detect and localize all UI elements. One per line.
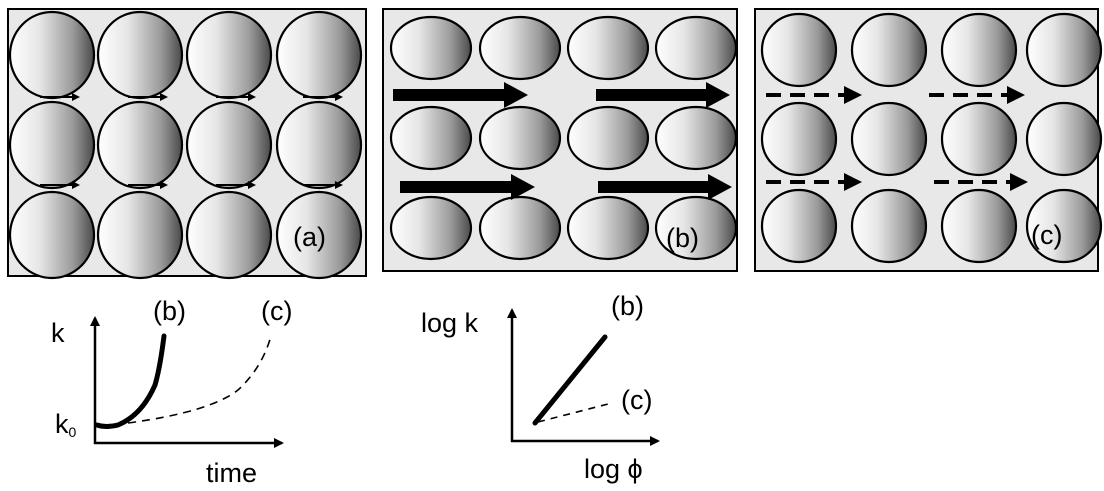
particle (8, 100, 96, 190)
graph2-y-label: log k (421, 308, 479, 338)
panel-c-label: (c) (1031, 220, 1062, 250)
particle (275, 190, 363, 280)
particle (8, 190, 96, 280)
panel-c-particles (760, 12, 1103, 264)
flow-arrow-head (160, 181, 168, 189)
particle (940, 188, 1018, 264)
particle (654, 105, 738, 171)
graph2-line-b (532, 334, 608, 426)
particle (275, 10, 363, 100)
particle (185, 100, 273, 190)
particle (850, 101, 928, 177)
flow-arrow-head (248, 181, 256, 189)
graph-k-vs-time: k k0 time (b) (c) (51, 296, 292, 488)
particle (940, 12, 1018, 88)
flow-arrow-head (844, 173, 862, 191)
panel-c-flow-arrows (766, 86, 1028, 191)
graph2-line-b-label: (b) (611, 291, 644, 321)
panel-a-flow-arrows (40, 93, 343, 189)
graph1-curve-b-label: (b) (153, 296, 186, 326)
flow-arrow-head (248, 93, 256, 101)
particle (850, 188, 928, 264)
particle (96, 10, 184, 100)
flow-arrow-head (72, 93, 80, 101)
graph1-y0-label: k0 (55, 409, 77, 440)
panel-b-flow-arrows (393, 82, 732, 200)
particle (478, 15, 562, 81)
graph1-y-label: k (51, 318, 65, 348)
particle (760, 101, 838, 177)
particle (850, 12, 928, 88)
panel-b-label: (b) (666, 223, 699, 253)
flow-arrow-head (160, 93, 168, 101)
panel-a: (a) (7, 8, 367, 280)
particle (96, 100, 184, 190)
particle (654, 15, 738, 81)
particle (389, 195, 473, 261)
particle (1025, 12, 1103, 88)
particle (760, 12, 838, 88)
particle (389, 15, 473, 81)
flow-arrow-solid (393, 82, 528, 108)
panel-b-particles (389, 15, 738, 261)
particle (654, 195, 738, 261)
particle (566, 195, 650, 261)
flow-arrow-head (844, 86, 862, 104)
particle (275, 100, 363, 190)
flow-arrow-head (72, 181, 80, 189)
particle (566, 105, 650, 171)
particle (566, 15, 650, 81)
particle (760, 188, 838, 264)
graph1-y0-subscript: 0 (69, 424, 77, 440)
flow-arrow-solid (400, 174, 535, 200)
particle (185, 190, 273, 280)
particle (478, 195, 562, 261)
particle (1025, 101, 1103, 177)
flow-arrow-head (335, 93, 343, 101)
flow-arrow-head (1007, 86, 1025, 104)
panel-a-particles (8, 10, 363, 280)
flow-arrow-solid (596, 82, 730, 108)
graph1-curve-c (127, 335, 272, 424)
particle (8, 10, 96, 100)
flow-arrow-head (1010, 173, 1028, 191)
graph1-x-label: time (206, 458, 257, 488)
graph-logk-vs-logphi: log k log ϕ (b) (c) (421, 291, 660, 484)
particle (940, 101, 1018, 177)
particle (1025, 188, 1103, 264)
particle (96, 190, 184, 280)
graph1-curve-c-label: (c) (261, 296, 292, 326)
panel-c: (c) (754, 8, 1103, 272)
panel-b: (b) (382, 8, 738, 272)
particle (185, 10, 273, 100)
panel-a-label: (a) (293, 222, 326, 252)
particle (478, 105, 562, 171)
particle (389, 105, 473, 171)
graph1-curve-b (94, 333, 167, 429)
graph2-line-c-label: (c) (621, 385, 652, 415)
graph2-x-label: log ϕ (584, 454, 643, 484)
flow-arrow-solid (598, 174, 732, 200)
flow-arrow-head (335, 181, 343, 189)
